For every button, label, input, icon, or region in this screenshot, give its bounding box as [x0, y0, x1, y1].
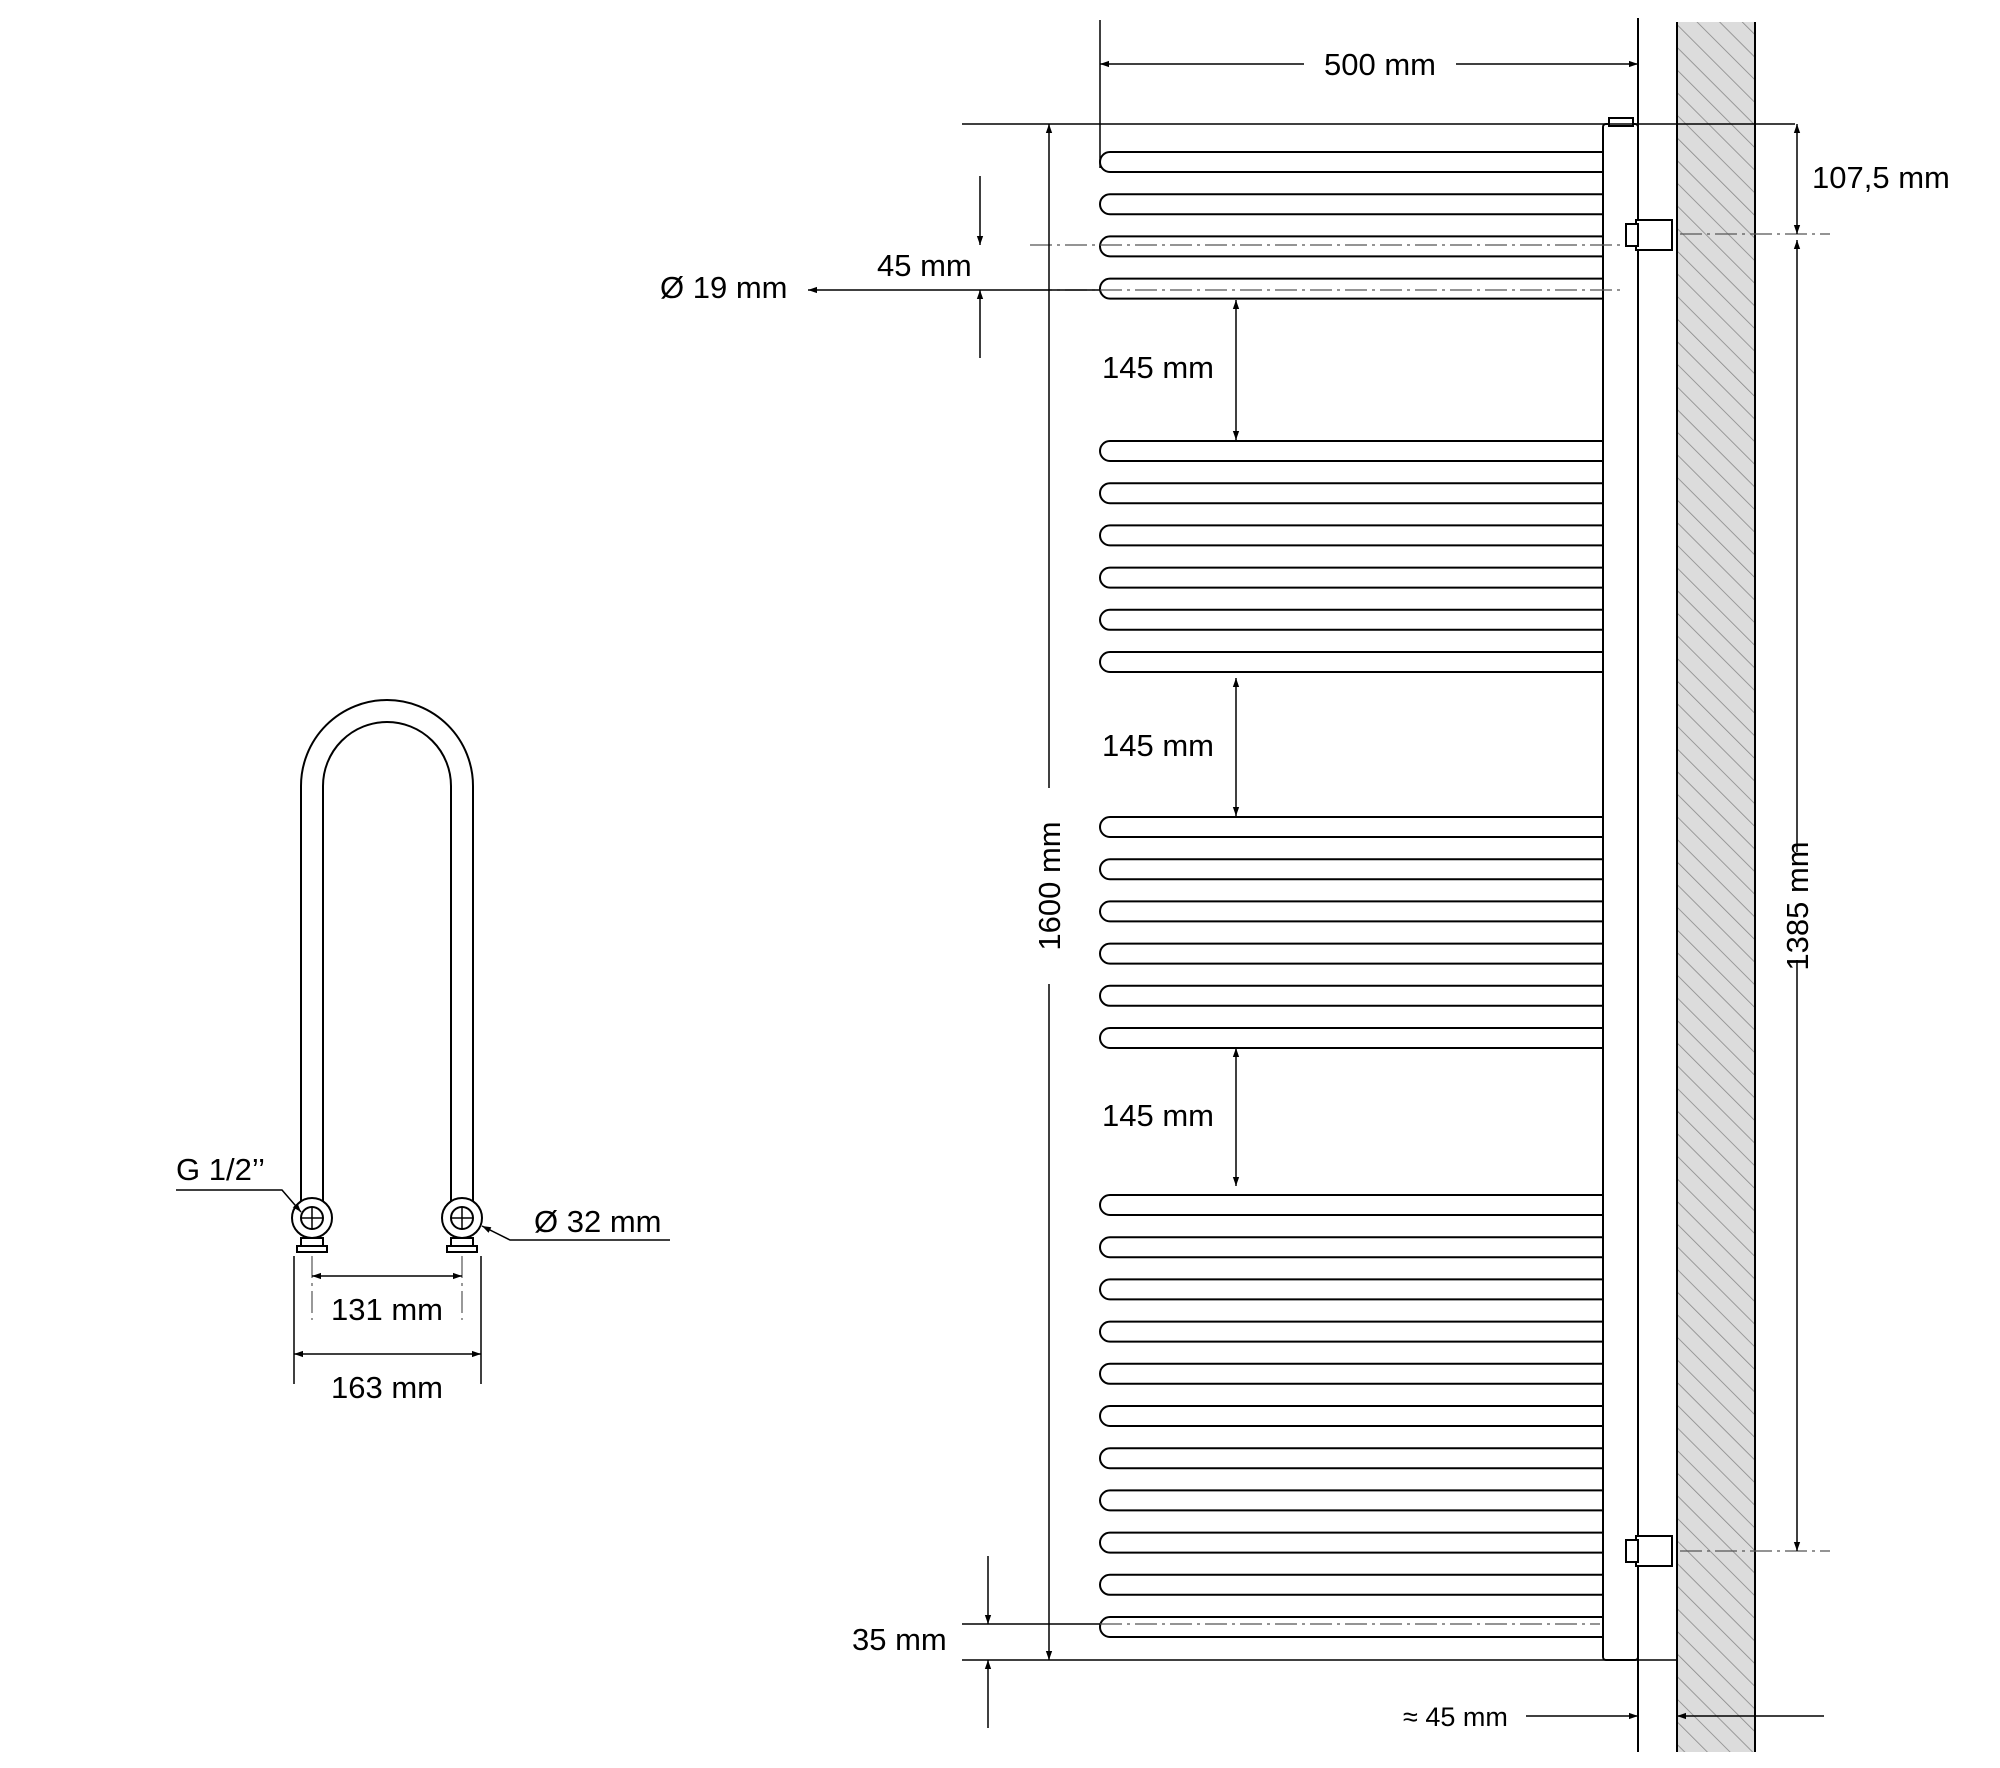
towel-bar: [1099, 858, 1615, 881]
towel-bar: [1099, 1278, 1615, 1301]
towel-bar: [1099, 566, 1615, 589]
u-shape-inner: [322, 721, 452, 1210]
radiator-side-view: G 1/2’’ Ø 32 mm 131 mm 163 mm: [176, 699, 670, 1405]
towel-bar: [1099, 193, 1615, 216]
dim-bottom-offset: 35 mm: [852, 1622, 947, 1657]
dim-outer-width: 163 mm: [331, 1370, 443, 1405]
wall: [1637, 18, 1756, 1752]
towel-bar: [1099, 1447, 1615, 1470]
pipe-diameter-label: Ø 32 mm: [534, 1204, 661, 1239]
towel-bar: [1099, 1573, 1615, 1596]
towel-bar: [1099, 1489, 1615, 1512]
towel-bar: [1099, 1362, 1615, 1385]
dim-top-offset: 107,5 mm: [1812, 160, 1950, 195]
towel-bar: [1099, 900, 1615, 923]
vertical-collector: [1602, 123, 1639, 1661]
towel-bar: [1099, 151, 1615, 173]
right-connection: [441, 1197, 483, 1253]
towel-bars: [1099, 151, 1615, 1638]
dim-bar-pitch: 45 mm: [877, 248, 972, 283]
towel-bar: [1099, 1320, 1615, 1343]
dim-width-500: 500 mm: [1324, 47, 1436, 82]
wall-hatching: [1677, 22, 1755, 1752]
thread-size-label: G 1/2’’: [176, 1152, 265, 1187]
dim-gap-3: 145 mm: [1102, 1098, 1214, 1133]
dim-inner-spacing: 131 mm: [331, 1292, 443, 1327]
towel-bar: [1099, 608, 1615, 631]
towel-bar: [1099, 235, 1615, 258]
towel-bar: [1099, 816, 1615, 838]
dim-wall-distance: ≈ 45 mm: [1403, 1702, 1508, 1732]
top-connection-valve: [1625, 219, 1673, 251]
towel-bar: [1099, 1405, 1615, 1427]
u-shape-outer: [300, 699, 474, 1210]
towel-bar: [1099, 942, 1615, 965]
left-connection: [291, 1197, 333, 1253]
towel-bar: [1099, 277, 1615, 300]
towel-bar: [1099, 482, 1615, 505]
dim-gap-1: 145 mm: [1102, 350, 1214, 385]
towel-bar: [1099, 984, 1615, 1007]
towel-bar: [1099, 1027, 1615, 1049]
towel-bar: [1099, 1236, 1615, 1259]
towel-bar: [1099, 1194, 1615, 1216]
towel-bar: [1099, 1531, 1615, 1554]
bottom-connection-valve: [1625, 1535, 1673, 1567]
towel-bar: [1099, 440, 1615, 462]
dim-bar-diameter: Ø 19 mm: [660, 270, 787, 305]
collector-vent-cap: [1608, 117, 1634, 127]
radiator-front-view: [1099, 117, 1673, 1661]
towel-bar: [1099, 651, 1615, 673]
dim-gap-2: 145 mm: [1102, 728, 1214, 763]
towel-bar: [1099, 1616, 1615, 1638]
dim-connection-spacing: 1385 mm: [1780, 841, 1815, 970]
towel-bar: [1099, 524, 1615, 547]
dimension-lines: 500 mm 1600 mm 107,5 mm 1385 mm 45 mm Ø …: [660, 20, 1950, 1732]
dim-height-1600: 1600 mm: [1032, 821, 1067, 950]
